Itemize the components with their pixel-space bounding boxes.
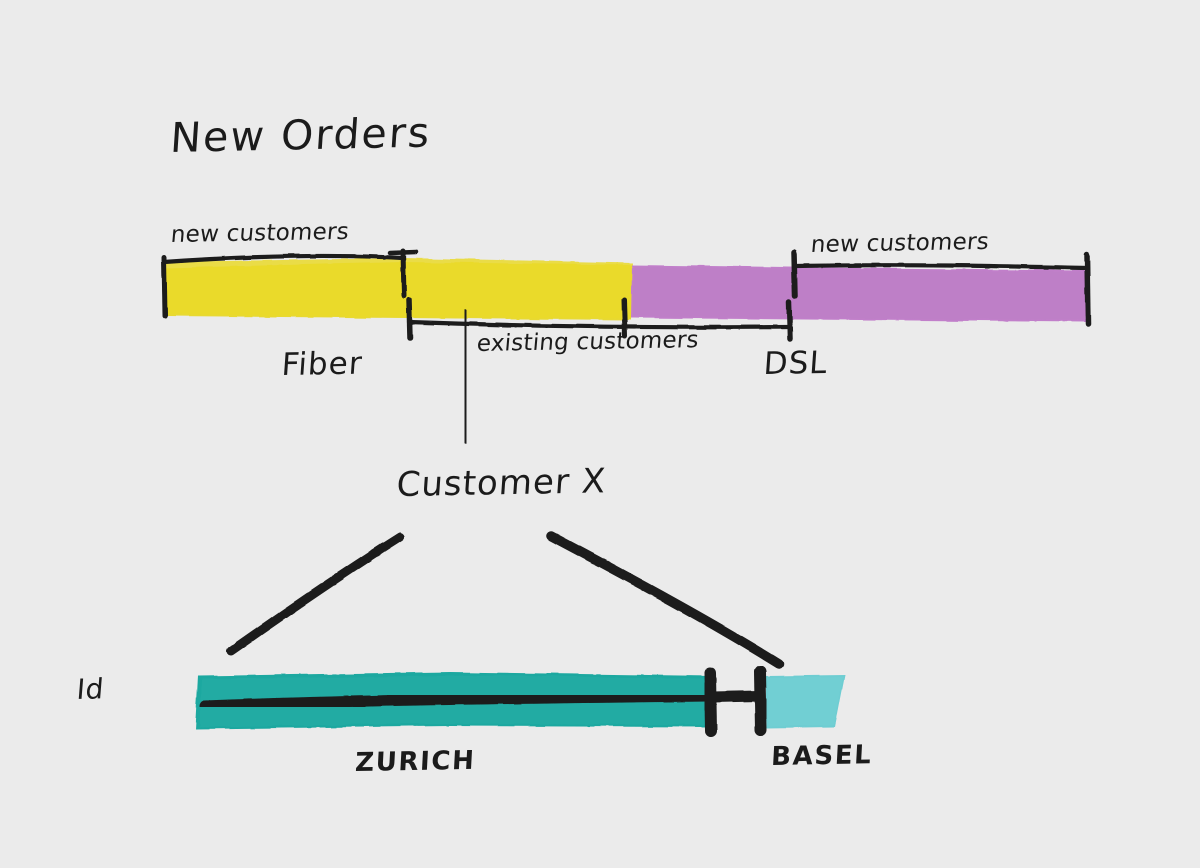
zurich-center-rule [199,690,712,712]
dsl-bar-segment [631,265,1088,322]
bracket-label-fiber-new-customers: new customers [169,218,351,248]
segment-label-zurich: ZURICH [354,745,477,778]
zurich-basel-divider [704,666,767,737]
bracket-dsl-new-customers [791,249,1091,327]
bracket-fiber-new-customers [161,248,419,319]
page-title: New Orders [168,108,433,162]
connector-left-arm [226,532,405,656]
segment-label-dsl: DSL [762,344,829,382]
segment-label-basel: BASEL [770,740,874,772]
segment-label-fiber: Fiber [280,345,364,383]
connector-right-arm [546,531,784,669]
callout-label-customer-x: Customer X [395,461,608,505]
customer-x-leader-line [463,309,468,444]
fiber-bar-segment [162,258,633,320]
bracket-label-dsl-new-customers: new customers [809,228,991,258]
row-label-id: Id [75,672,106,706]
bracket-existing-customers [406,297,793,342]
bracket-label-existing-customers: existing customers [475,327,700,357]
basel-bar-segment [766,675,845,728]
